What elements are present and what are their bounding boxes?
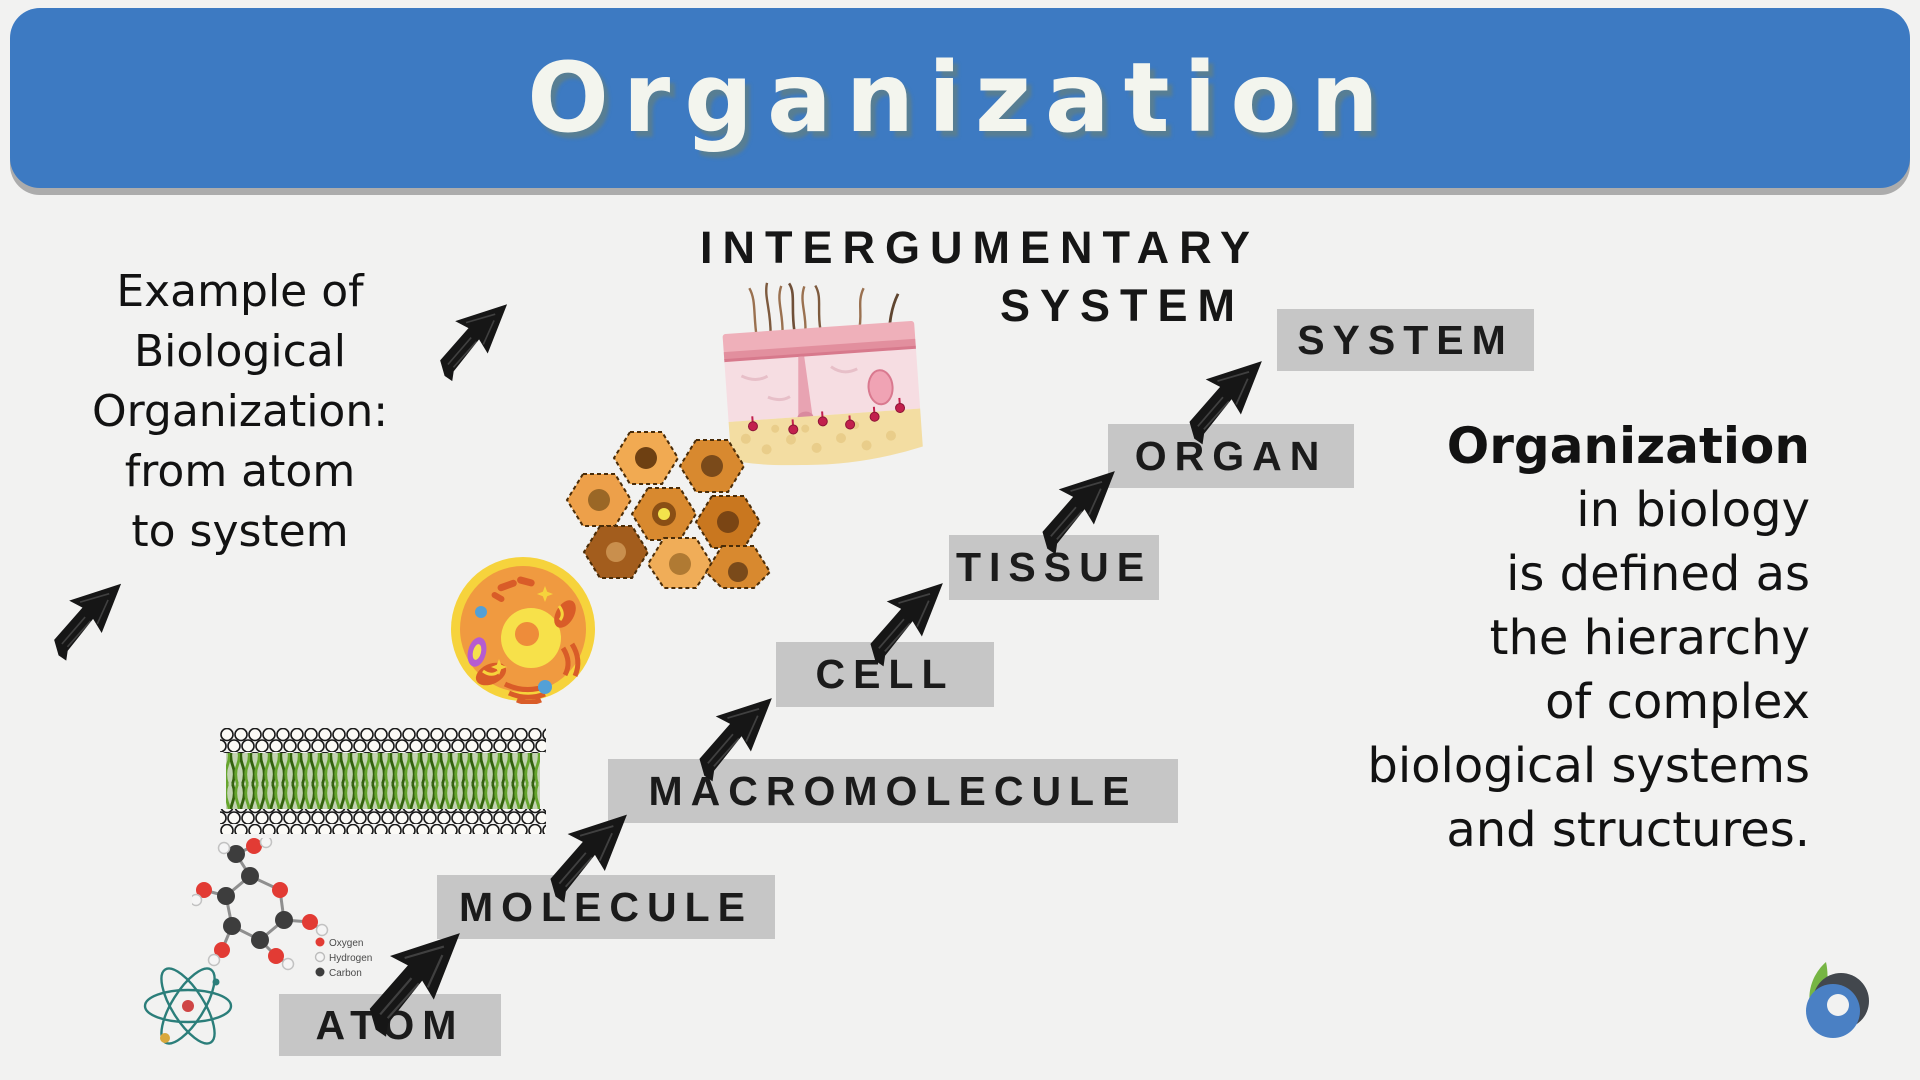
cell-illustration-icon (451, 557, 595, 704)
step-macromolecule: MACROMOLECULE (608, 759, 1178, 823)
definition-line: biological systems (1367, 738, 1810, 794)
arrow-note-bottom-icon (25, 555, 148, 675)
step-label: MACROMOLECULE (648, 767, 1138, 814)
definition-emphasis: Organization (1446, 417, 1810, 475)
skin-illustration-icon (722, 282, 923, 466)
step-organ: ORGAN (1108, 424, 1354, 488)
definition-line: the hierarchy (1489, 610, 1810, 666)
step-label: ORGAN (1134, 432, 1328, 479)
step-label: MOLECULE (458, 883, 754, 930)
legend-carbon: Carbon (329, 968, 362, 979)
definition-line: in biology (1576, 482, 1810, 538)
left-note-line: Organization: (91, 386, 389, 437)
left-note-line: Biological (133, 326, 346, 377)
integumentary-heading: INTERGUMENTARY SYSTEM (700, 222, 1260, 332)
left-note-line: from atom (124, 446, 356, 497)
atom-illustration-icon (143, 967, 233, 1045)
left-note-line: Example of (116, 266, 364, 317)
molecule-illustration-icon: Oxygen Hydrogen Carbon (192, 838, 372, 979)
title-banner: Organization (10, 8, 1910, 188)
definition-line: and structures. (1446, 802, 1810, 858)
left-note: Example of Biological Organization: from… (45, 262, 435, 562)
page-title: Organization (527, 42, 1393, 154)
step-molecule: MOLECULE (437, 875, 775, 939)
tissue-illustration-icon (565, 431, 772, 589)
step-label: TISSUE (955, 544, 1153, 590)
step-system: SYSTEM (1277, 309, 1534, 371)
step-label: SYSTEM (1297, 316, 1514, 363)
heading-line2: SYSTEM (999, 280, 1245, 331)
definition-text: Organization in biology is defined as th… (1240, 414, 1810, 862)
membrane-illustration-icon (220, 728, 546, 834)
step-cell: CELL (776, 642, 994, 707)
legend-hydrogen: Hydrogen (329, 953, 372, 964)
legend-oxygen: Oxygen (329, 938, 363, 949)
step-tissue: TISSUE (949, 535, 1159, 600)
brand-logo-icon (1806, 962, 1869, 1038)
heading-line1: INTERGUMENTARY (700, 222, 1260, 273)
definition-line: is defined as (1506, 546, 1810, 602)
left-note-line: to system (131, 506, 349, 557)
definition-line: of complex (1545, 674, 1810, 730)
